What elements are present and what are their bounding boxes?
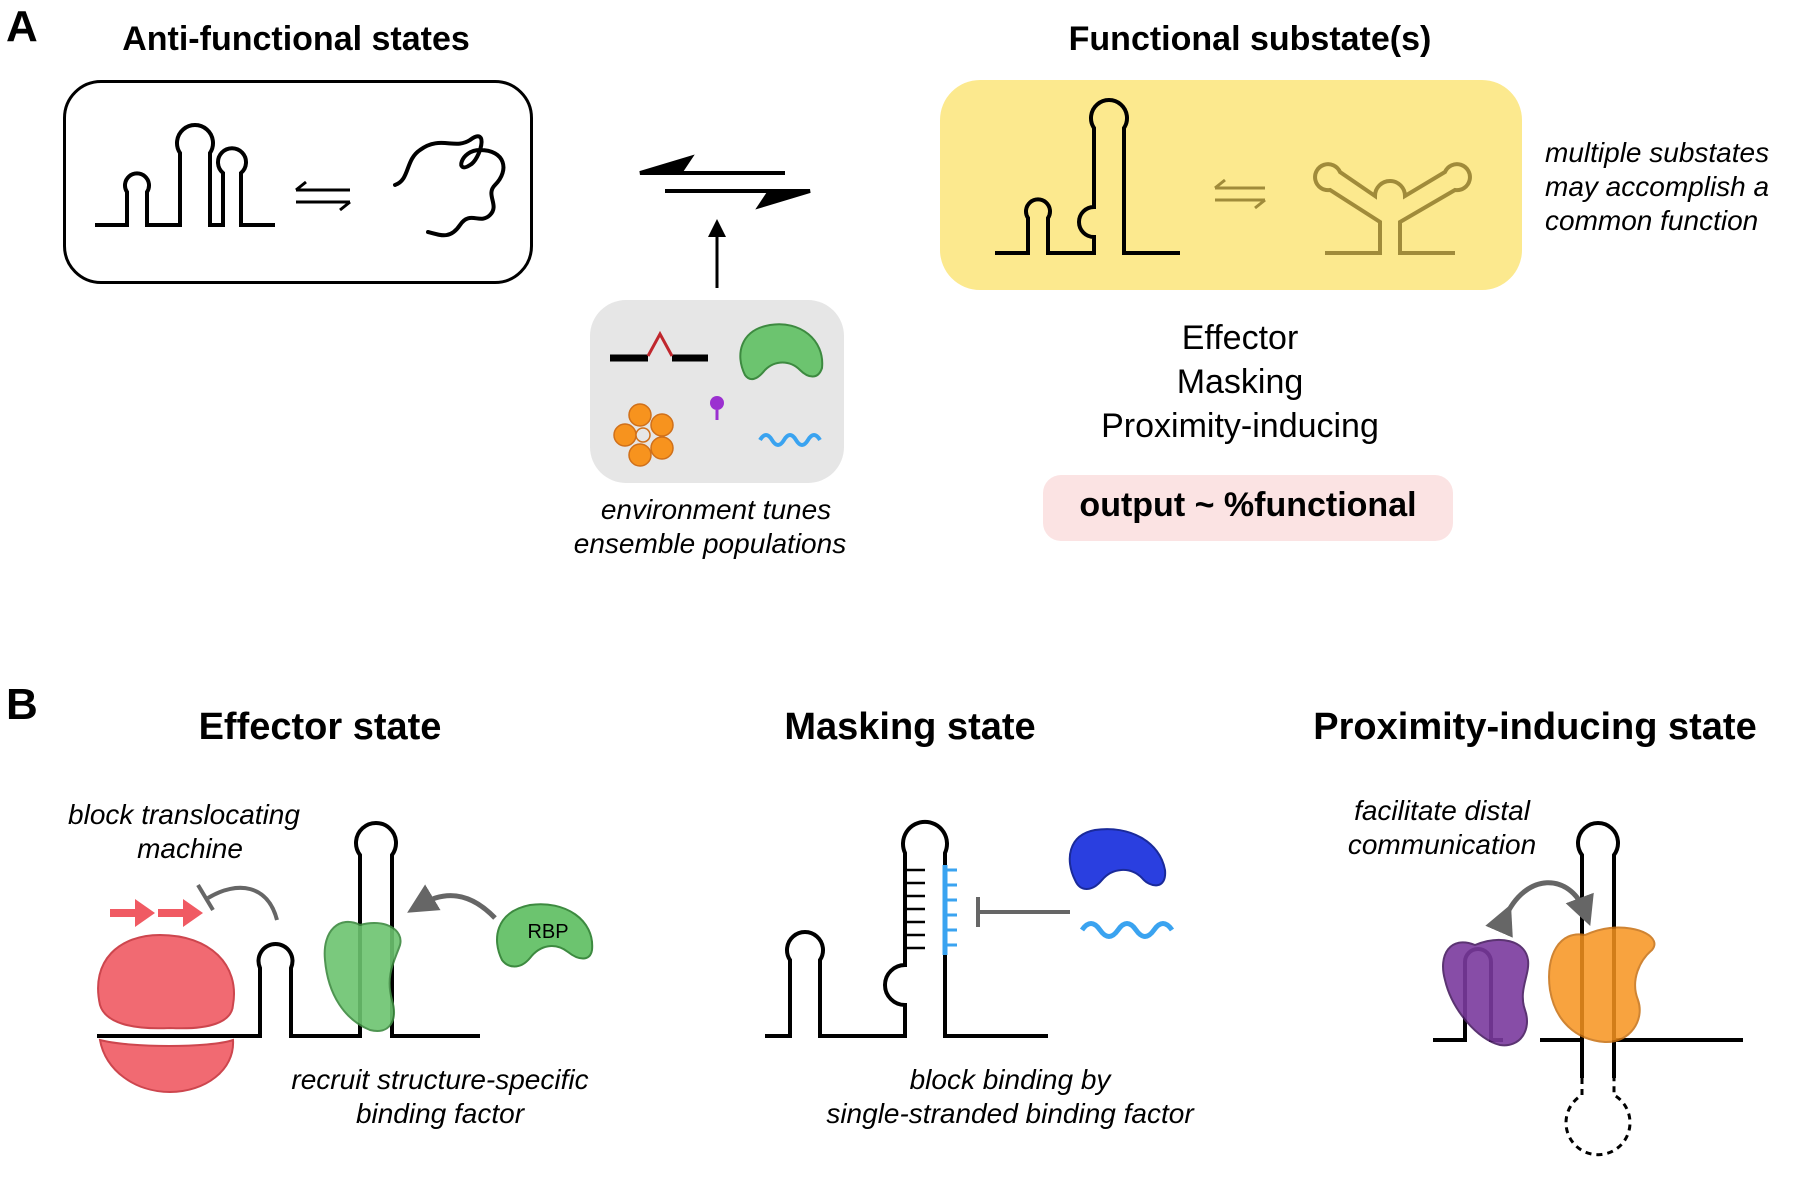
anti-functional-box — [63, 80, 533, 284]
blue-rna-wave-icon — [758, 433, 822, 447]
translocation-arrows — [110, 899, 203, 927]
purple-protein-bound — [1442, 939, 1530, 1047]
function-masking: Masking — [1176, 363, 1304, 401]
proximity-title: Proximity-inducing state — [1313, 706, 1757, 748]
green-protein-icon — [739, 323, 824, 381]
effector-title: Effector state — [198, 706, 442, 748]
effector-note-bottom-2: binding factor — [355, 1098, 525, 1129]
function-effector: Effector — [1181, 319, 1299, 357]
environment-note-1: environment tunes — [600, 494, 832, 525]
masking-base-pairs — [905, 868, 925, 950]
substates-note-2: may accomplish a — [1545, 171, 1770, 202]
rbp-protein-icon: RBP — [496, 903, 594, 968]
ribosome-icon — [97, 933, 235, 1094]
output-box — [1043, 475, 1453, 541]
big-equilibrium-arrows — [639, 154, 811, 210]
distal-loop-dashed — [1564, 1078, 1632, 1157]
masked-blue-strand — [942, 865, 957, 955]
effector-note-top-2: machine — [137, 833, 243, 864]
output-label: output ~ %functional — [1079, 486, 1417, 524]
masking-rna — [765, 819, 1048, 1038]
masking-note-1: block binding by — [909, 1064, 1111, 1095]
three-way-junction-rna-faded — [1313, 162, 1472, 255]
panel-a-letter: A — [6, 2, 38, 51]
effector-note-bottom-1: recruit structure-specific — [291, 1064, 589, 1095]
block-translocation-inhibitor — [196, 883, 279, 921]
spliced-rna-icon — [610, 330, 708, 362]
recruit-arrow — [407, 884, 497, 920]
anti-functional-title: Anti-functional states — [122, 20, 470, 58]
anti-functional-hairpin-rna — [95, 123, 275, 227]
panel-b-letter: B — [6, 680, 38, 729]
effector-note-top-1: block translocating — [68, 799, 300, 830]
blue-rna-wave-masking — [1079, 921, 1175, 939]
substates-note-3: common function — [1545, 205, 1759, 236]
environment-note-2: ensemble populations — [573, 528, 847, 559]
ligand-icon — [710, 396, 724, 420]
function-proximity: Proximity-inducing — [1101, 407, 1379, 445]
blue-protein-icon — [1068, 828, 1167, 890]
proximity-note-2: communication — [1347, 829, 1537, 860]
masking-title: Masking state — [784, 706, 1036, 748]
proximity-note-1: facilitate distal — [1354, 795, 1530, 826]
effector-rna — [97, 821, 480, 1038]
equilibrium-small-arrows-functional — [1214, 178, 1266, 210]
unfolded-rna-coil — [393, 134, 506, 238]
functional-hairpin-rna — [995, 98, 1180, 255]
rbp-label: RBP — [527, 921, 568, 943]
orange-protein-bound — [1548, 926, 1656, 1044]
equilibrium-small-arrows-anti — [295, 180, 351, 212]
communication-arrow — [1485, 880, 1594, 938]
orange-complex-icon — [613, 403, 674, 467]
functional-substates-title: Functional substate(s) — [1068, 20, 1432, 58]
block-binding-inhibitor — [976, 897, 1070, 927]
masking-note-2: single-stranded binding factor — [826, 1098, 1194, 1129]
green-rbp-bound — [323, 920, 402, 1032]
substates-note-1: multiple substates — [1545, 137, 1770, 168]
